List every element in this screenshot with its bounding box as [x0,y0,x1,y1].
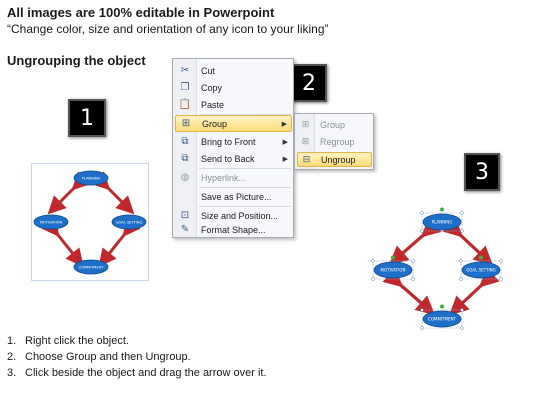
step-1-badge: 1 [68,99,106,137]
menu-item-paste[interactable]: 📋 Paste [175,96,292,113]
menu-item-bring-to-front[interactable]: ⧉ Bring to Front ▶ [175,133,292,150]
submenu-item-regroup-label: Regroup [320,136,355,147]
diagram-ungrouped[interactable]: PLANNING MOTIVATION GOAL SETTING COMMITM… [366,207,516,335]
submenu-item-group-label: Group [320,119,346,130]
menu-separator [199,187,291,188]
step-2-badge: 2 [291,64,327,102]
menu-item-hyperlink[interactable]: ◍ Hyperlink... [175,169,292,186]
group-icon: ⊞ [301,119,310,129]
diagram-grouped-graphic: PLANNING MOTIVATION GOAL SETTING COMMITM… [33,170,147,275]
menu-separator [199,206,291,207]
hyperlink-icon: ◍ [180,172,190,183]
menu-item-bring-to-front-label: Bring to Front [201,136,256,147]
node-goal-setting-label: GOAL SETTING [116,220,143,224]
node-goal-setting-label: GOAL SETTING [466,267,496,272]
rotation-handle-icon[interactable] [391,255,395,260]
header-title: All images are 100% editable in Powerpoi… [7,5,275,20]
submenu-item-ungroup[interactable]: ⊟ Ungroup [297,152,372,167]
menu-item-group[interactable]: ⊞ Group ▶ [175,115,292,132]
rotation-handle-icon[interactable] [440,304,444,309]
node-planning-label: PLANNING [432,219,453,224]
group-icon: ⊞ [181,118,191,129]
menu-item-format-shape[interactable]: ✎ Format Shape... [175,221,292,238]
instruction-text: Choose Group and then Ungroup. [25,351,191,363]
instruction-text: Right click the object. [25,335,129,347]
menu-item-send-to-back[interactable]: ⧉ Send to Back ▶ [175,150,292,167]
menu-item-format-shape-label: Format Shape... [201,224,266,235]
submenu-arrow-icon: ▶ [282,155,288,163]
bring-to-front-icon: ⧉ [181,136,189,147]
menu-separator [199,114,291,115]
regroup-icon: ⊠ [301,136,310,146]
node-commitment-label: COMMITMENT [78,265,104,269]
section-title: Ungrouping the object [7,53,146,68]
node-motivation-label: MOTIVATION [40,220,63,224]
menu-item-copy[interactable]: ❐ Copy [175,79,292,96]
node-planning-label: PLANNING [82,176,101,180]
submenu-item-group[interactable]: ⊞ Group [297,117,372,132]
rotation-handle-icon[interactable] [440,207,444,212]
menu-item-paste-label: Paste [201,99,225,110]
instruction-number: 3. [7,367,17,379]
instruction-item: 1. Right click the object. [7,333,267,349]
menu-item-copy-label: Copy [201,82,223,93]
context-menu-gutter [173,59,197,237]
copy-icon: ❐ [180,82,190,93]
rotation-handle-icon[interactable] [479,255,483,260]
submenu-item-ungroup-label: Ungroup [321,154,356,165]
menu-item-cut-label: Cut [201,65,216,76]
menu-item-save-as-picture[interactable]: Save as Picture... [175,188,292,205]
menu-item-hyperlink-label: Hyperlink... [201,172,247,183]
node-commitment-label: COMMITMENT [428,316,456,321]
diagram-ungrouped-graphic: PLANNING MOTIVATION GOAL SETTING COMMITM… [371,207,503,330]
instructions-list: 1. Right click the object. 2. Choose Group… [7,333,267,381]
node-motivation-label: MOTIVATION [381,267,406,272]
menu-item-size-and-position-label: Size and Position... [201,210,279,221]
menu-item-size-and-position[interactable]: ⊡ Size and Position... [175,207,292,224]
menu-item-save-as-picture-label: Save as Picture... [201,191,272,202]
menu-item-group-label: Group [202,118,228,129]
paste-icon: 📋 [178,99,192,110]
menu-item-cut[interactable]: ✂ Cut [175,62,292,79]
send-to-back-icon: ⧉ [181,153,189,164]
scissors-icon: ✂ [180,65,190,76]
context-menu: ✂ Cut ❐ Copy 📋 Paste ⊞ Group ▶ ⧉ Bring t… [172,58,294,238]
menu-item-send-to-back-label: Send to Back [201,153,255,164]
instruction-item: 2. Choose Group and then Ungroup. [7,349,267,365]
group-submenu: ⊞ Group ⊠ Regroup ⊟ Ungroup [294,113,374,170]
diagram-grouped[interactable]: PLANNING MOTIVATION GOAL SETTING COMMITM… [31,163,149,281]
ungroup-icon: ⊟ [302,154,311,164]
format-shape-icon: ✎ [180,224,190,235]
instruction-text: Click beside the object and drag the arr… [25,367,267,379]
submenu-item-regroup[interactable]: ⊠ Regroup [297,134,372,149]
submenu-arrow-icon: ▶ [281,120,287,128]
instruction-item: 3. Click beside the object and drag the a… [7,365,267,381]
instruction-number: 1. [7,335,17,347]
submenu-arrow-icon: ▶ [282,138,288,146]
instruction-number: 2. [7,351,17,363]
size-position-icon: ⊡ [180,210,190,221]
menu-separator [199,168,291,169]
step-3-badge: 3 [464,153,500,191]
header-subtitle: “Change color, size and orientation of a… [7,22,329,36]
